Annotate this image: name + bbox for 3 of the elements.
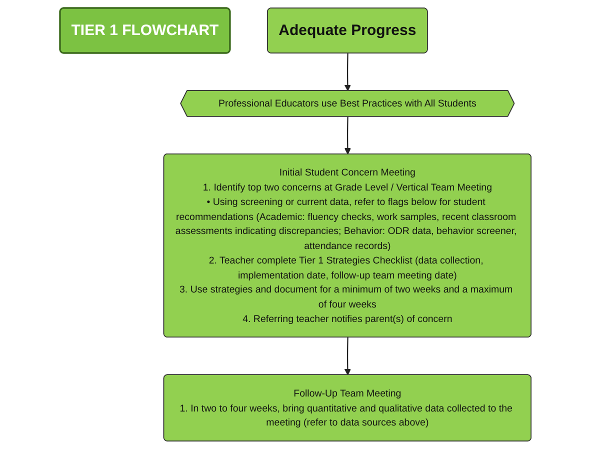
arrow [344, 338, 352, 376]
arrow [344, 116, 352, 154]
arrow [344, 53, 352, 92]
